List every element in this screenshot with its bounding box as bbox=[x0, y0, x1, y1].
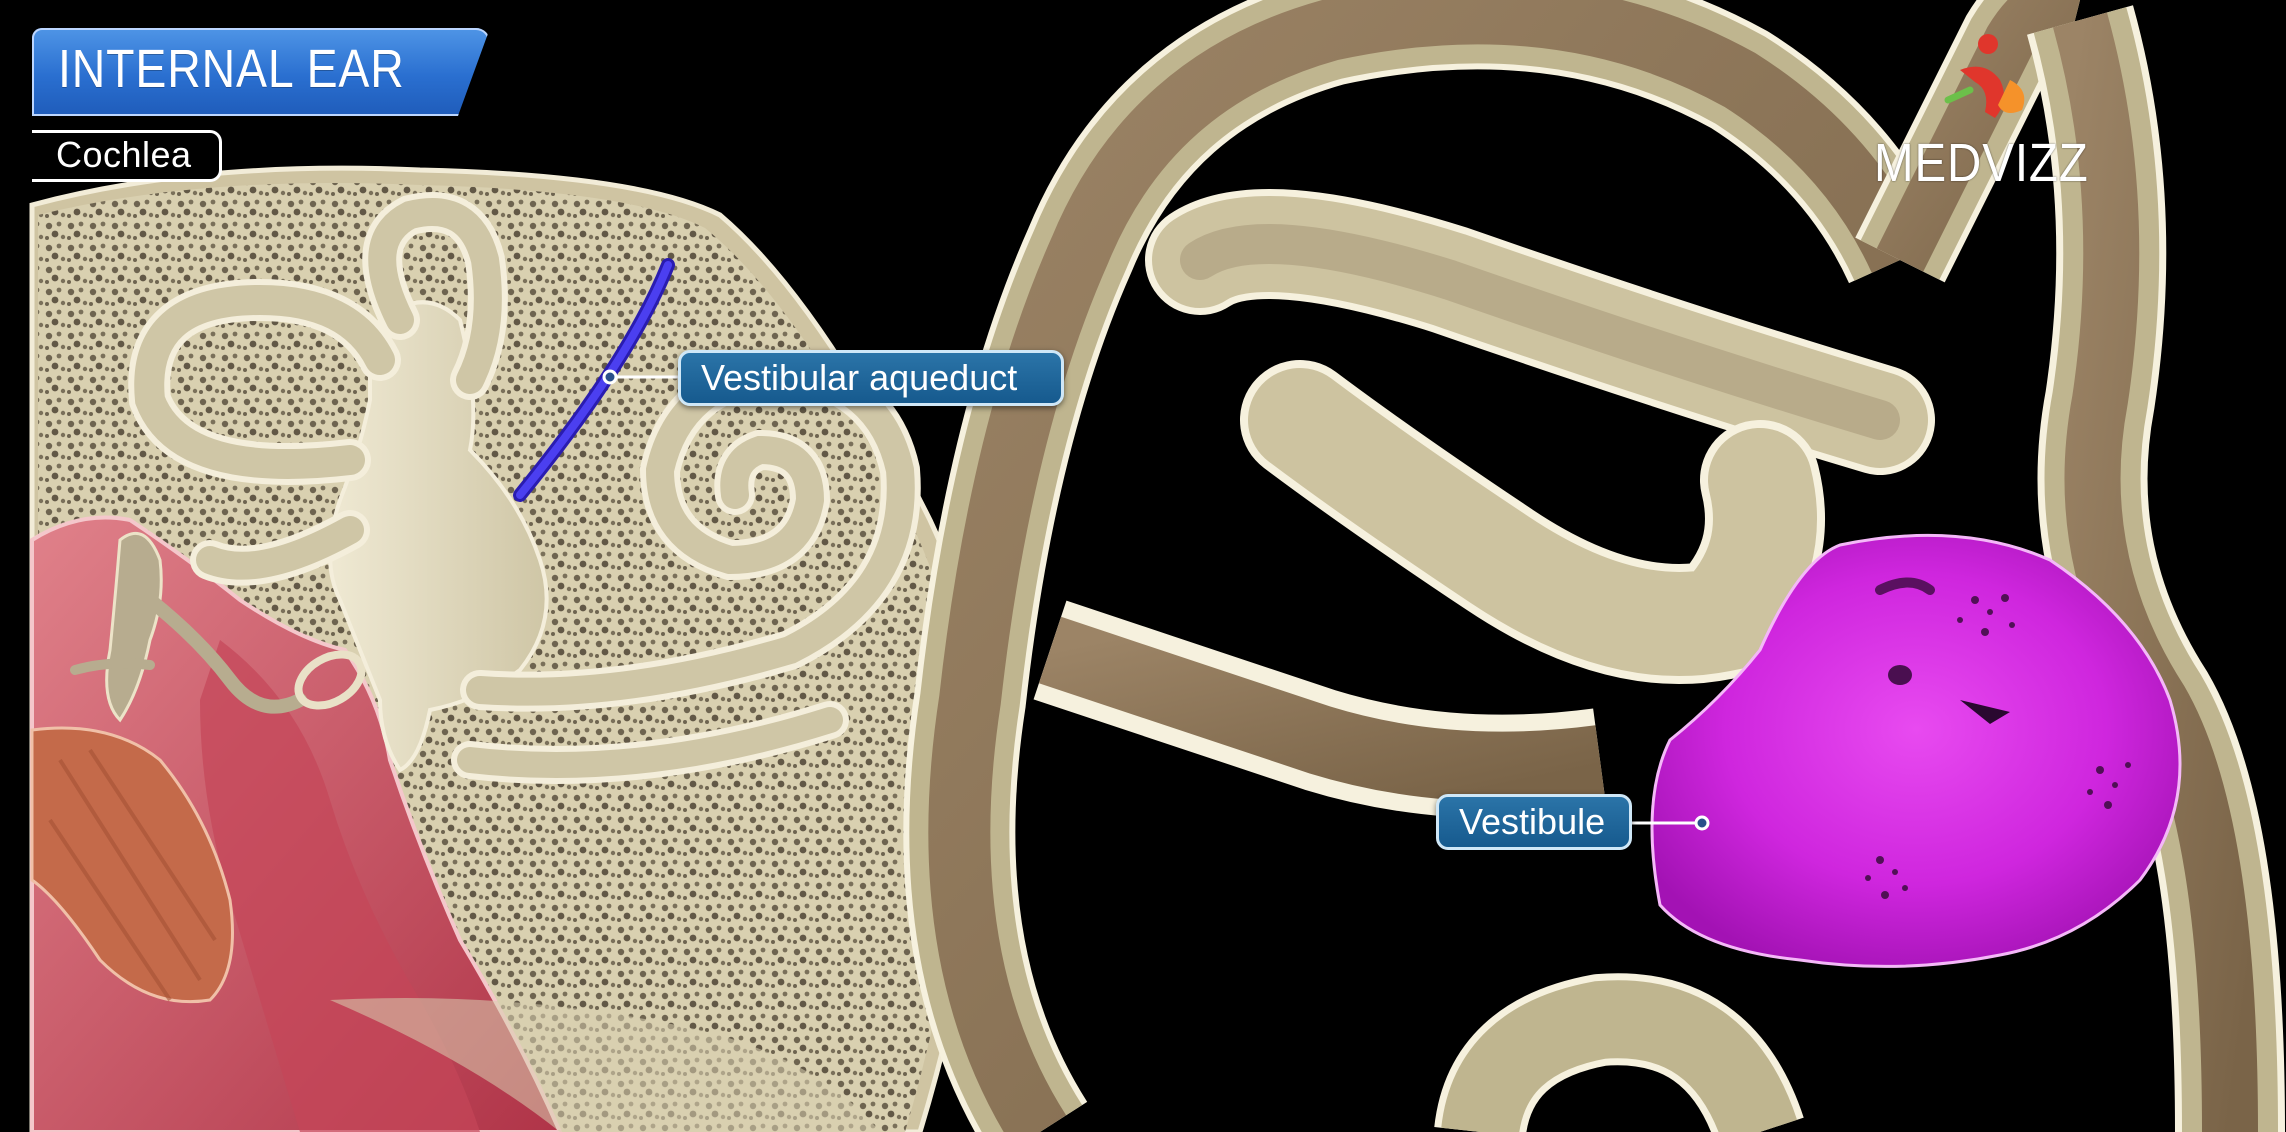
petrous-bone-section bbox=[29, 165, 991, 1132]
medvizz-figure-icon bbox=[1944, 34, 2025, 118]
label-vestibular-aqueduct: Vestibular aqueduct bbox=[678, 350, 1064, 406]
subtitle-text: Cochlea bbox=[56, 134, 192, 175]
subtitle-badge bbox=[32, 130, 222, 182]
title-banner bbox=[32, 28, 490, 116]
logo-text: MEDVIZZ bbox=[1874, 133, 2089, 193]
label-vestibule: Vestibule bbox=[1436, 794, 1632, 850]
title-text: INTERNAL EAR bbox=[58, 39, 405, 99]
label-leaders bbox=[602, 369, 1710, 831]
membranous-labyrinth bbox=[903, 0, 2285, 1132]
